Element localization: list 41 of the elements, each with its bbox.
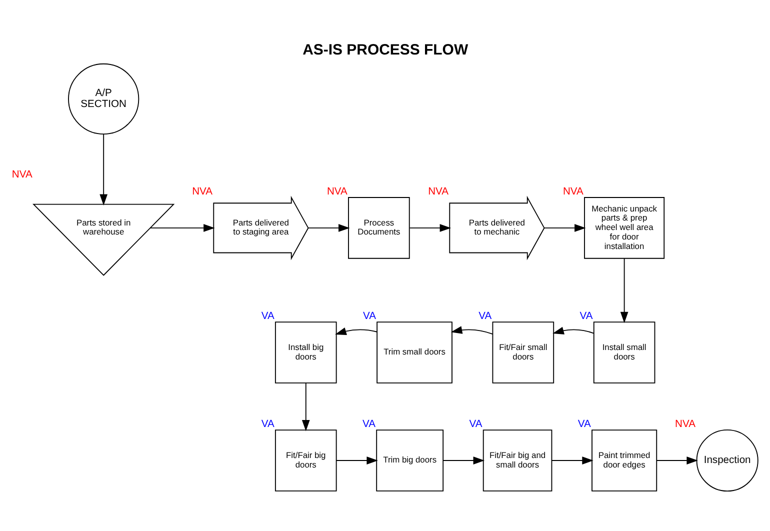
node-label: NVA: [428, 186, 449, 198]
node-label: VA: [362, 419, 376, 430]
arrow: [150, 224, 215, 232]
node-box: Fit/Fair big doors: [274, 430, 337, 492]
node-label: VA: [578, 419, 591, 430]
node-label: NVA: [192, 186, 213, 198]
node-label: VA: [261, 311, 274, 322]
node-label: NVA: [562, 186, 584, 198]
node-label: NVA: [675, 418, 696, 430]
node-box: Install small doors: [593, 322, 656, 384]
node-box: Mechanic unpack parts & prep wheel well area for door installation: [584, 197, 665, 259]
node-box: Trim small doors: [376, 322, 452, 384]
node-label: VA: [478, 311, 492, 322]
node-label: VA: [469, 419, 482, 430]
node-label: NVA: [326, 186, 348, 198]
arrow: [620, 258, 628, 324]
arrow: [544, 224, 586, 232]
arrow: [409, 224, 452, 232]
arrow: [302, 382, 310, 432]
arrow: [552, 326, 594, 334]
node-circle: Inspection: [696, 429, 758, 492]
node-box: Process Documents: [348, 197, 410, 259]
arrow: [551, 456, 594, 464]
node-circle: A/P SECTION: [68, 63, 140, 135]
arrow: [450, 326, 494, 335]
node-label: VA: [580, 311, 593, 322]
node-label: NVA: [12, 170, 32, 181]
node-box: Install big doors: [274, 322, 337, 384]
arrow: [335, 327, 378, 336]
arrow: [443, 456, 485, 464]
node-box: Paint trimmed door edges: [592, 430, 658, 492]
node-box: Fit/Fair small doors: [492, 322, 554, 384]
arrow: [336, 456, 378, 464]
node-box: Fit/Fair big and small doors: [482, 430, 552, 492]
node-box: Trim big doors: [376, 430, 444, 492]
arrow: [100, 134, 108, 206]
node-label: VA: [363, 311, 376, 322]
arrow: [656, 456, 698, 464]
node-label: VA: [261, 419, 274, 430]
diagram-title: AS-IS PROCESS FLOW: [302, 42, 468, 59]
arrow: [308, 224, 350, 232]
